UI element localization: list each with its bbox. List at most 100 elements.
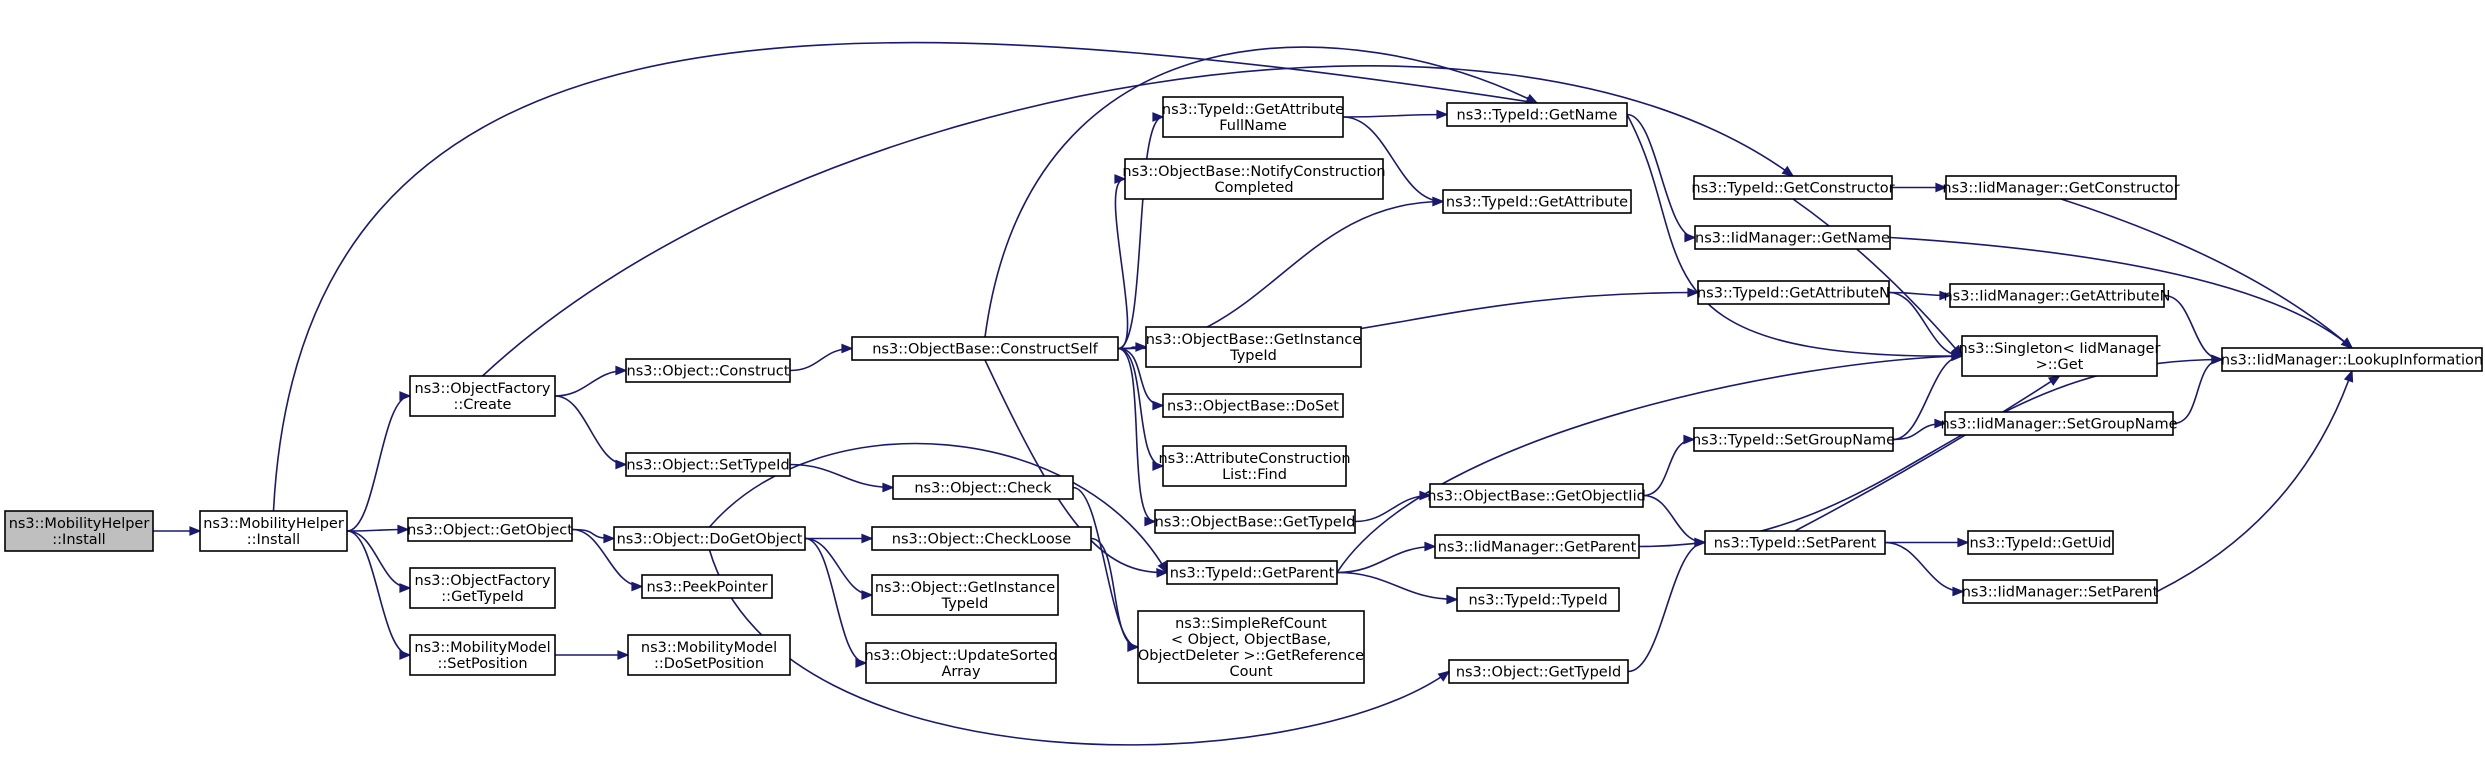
node-label: ns3::TypeId::GetUid bbox=[1970, 536, 2112, 552]
node-mh-install-root[interactable]: ns3::MobilityHelper::Install bbox=[4, 510, 154, 552]
node-tid-getattribute[interactable]: ns3::TypeId::GetAttribute bbox=[1442, 189, 1632, 214]
arrowhead-icon bbox=[1935, 182, 1948, 193]
node-box bbox=[407, 517, 573, 542]
node-layer: ns3::MobilityHelper::Installns3::Mobilit… bbox=[4, 96, 2483, 684]
edge-line bbox=[804, 537, 867, 664]
node-label: ns3::ObjectFactory bbox=[415, 573, 551, 589]
node-box bbox=[851, 336, 1119, 361]
node-obj-getobject[interactable]: ns3::Object::GetObject bbox=[407, 517, 573, 542]
node-iid-lookupinfo[interactable]: ns3::IidManager::LookupInformation bbox=[2221, 347, 2483, 372]
node-tid-setgroupname[interactable]: ns3::TypeId::SetGroupName bbox=[1692, 427, 1895, 452]
arrowhead-icon bbox=[861, 590, 874, 600]
node-obj-check[interactable]: ns3::Object::Check bbox=[892, 475, 1074, 500]
arrowhead-icon bbox=[2047, 375, 2061, 386]
arrowhead-icon bbox=[1152, 400, 1165, 411]
node-box bbox=[1446, 102, 1628, 127]
node-tid-getattributen[interactable]: ns3::TypeId::GetAttributeN bbox=[1697, 280, 1890, 305]
node-tid-getuid[interactable]: ns3::TypeId::GetUid bbox=[1967, 530, 2114, 555]
edge-mh-install-root-to-mh-install bbox=[153, 526, 202, 536]
node-ob-constructself[interactable]: ns3::ObjectBase::ConstructSelf bbox=[851, 336, 1119, 361]
node-singleton-get[interactable]: ns3::Singleton< IidManager >::Get bbox=[1959, 335, 2161, 377]
edge-mh-install-to-of-create bbox=[346, 391, 412, 532]
arrowhead-icon bbox=[841, 343, 854, 354]
edge-tid-setparent-to-tid-getuid bbox=[1885, 537, 1970, 548]
edge-line bbox=[1117, 116, 1164, 350]
node-iid-setparent[interactable]: ns3::IidManager::SetParent bbox=[1962, 579, 2159, 604]
node-of-gettypeid[interactable]: ns3::ObjectFactory::GetTypeId bbox=[409, 567, 556, 609]
edge-obj-dogetobject-to-obj-getinstancetypeid bbox=[804, 537, 874, 600]
edge-line bbox=[1342, 113, 1448, 118]
node-iid-getparent[interactable]: ns3::IidManager::GetParent bbox=[1434, 534, 1640, 559]
edge-line bbox=[481, 65, 1794, 377]
node-ob-getobjectiid[interactable]: ns3::ObjectBase::GetObjectIid bbox=[1427, 483, 1646, 508]
edge-tid-getname-to-iid-getname bbox=[1626, 113, 1697, 243]
node-obj-settypeid[interactable]: ns3::Object::SetTypeId bbox=[625, 452, 791, 477]
node-obj-construct[interactable]: ns3::Object::Construct bbox=[625, 358, 791, 383]
node-mh-install[interactable]: ns3::MobilityHelper::Install bbox=[199, 510, 348, 552]
node-box bbox=[1137, 610, 1365, 684]
arrowhead-icon bbox=[1152, 461, 1165, 471]
node-label: ns3::TypeId::GetParent bbox=[1170, 566, 1335, 582]
node-label: ns3::ObjectBase::DoSet bbox=[1167, 399, 1339, 415]
arrowhead-icon bbox=[2340, 337, 2354, 350]
arrowhead-icon bbox=[631, 581, 644, 592]
node-obj-checkloose[interactable]: ns3::Object::CheckLoose bbox=[871, 526, 1092, 551]
edge-of-create-to-obj-construct bbox=[554, 365, 628, 397]
node-iid-setgroupname[interactable]: ns3::IidManager::SetGroupName bbox=[1940, 411, 2178, 436]
edge-line bbox=[1342, 116, 1444, 203]
node-ob-gettypeid[interactable]: ns3::ObjectBase::GetTypeId bbox=[1154, 509, 1356, 534]
node-label: ns3::ObjectBase::NotifyConstruction bbox=[1122, 164, 1385, 180]
edge-ob-gettypeid-to-ob-getobjectiid bbox=[1354, 490, 1432, 523]
node-box bbox=[1154, 509, 1356, 534]
node-iid-getconstructor[interactable]: ns3::IidManager::GetConstructor bbox=[1942, 175, 2180, 200]
node-tid-setparent[interactable]: ns3::TypeId::SetParent bbox=[1704, 530, 1886, 555]
edge-line bbox=[984, 46, 1538, 338]
node-of-create[interactable]: ns3::ObjectFactory::Create bbox=[409, 375, 556, 417]
node-label: ns3::Object::Check bbox=[914, 481, 1052, 497]
node-iid-getattributen[interactable]: ns3::IidManager::GetAttributeN bbox=[1943, 283, 2171, 308]
node-label: ns3::MobilityModel bbox=[414, 640, 550, 656]
edge-line bbox=[272, 41, 1538, 512]
edge-obj-settypeid-to-obj-check bbox=[789, 463, 895, 493]
node-mm-setposition[interactable]: ns3::MobilityModel::SetPosition bbox=[409, 634, 556, 676]
node-peekpointer[interactable]: ns3::PeekPointer bbox=[641, 574, 773, 599]
node-box bbox=[1429, 483, 1644, 508]
node-srefcount[interactable]: ns3::SimpleRefCount< Object, ObjectBase,… bbox=[1137, 610, 1365, 684]
node-tid-getconstructor[interactable]: ns3::TypeId::GetConstructor bbox=[1691, 175, 1895, 200]
edge-ob-constructself-to-ob-notifyconstruction bbox=[1114, 174, 1129, 350]
edge-tid-getattrfullname-to-tid-getattribute bbox=[1342, 116, 1445, 207]
node-ob-notifyconstruction[interactable]: ns3::ObjectBase::NotifyConstructionCompl… bbox=[1122, 158, 1386, 200]
edge-line bbox=[1114, 178, 1129, 350]
edge-mm-setposition-to-mm-dosetposition bbox=[555, 650, 630, 660]
arrowhead-icon bbox=[1436, 109, 1449, 120]
node-label: ns3::IidManager::GetParent bbox=[1438, 540, 1637, 556]
node-tid-typeid[interactable]: ns3::TypeId::TypeId bbox=[1456, 587, 1620, 612]
node-label: ns3::Object::DoGetObject bbox=[617, 532, 803, 548]
node-iid-getname[interactable]: ns3::IidManager::GetName bbox=[1694, 225, 1891, 250]
node-tid-getparent[interactable]: ns3::TypeId::GetParent bbox=[1166, 560, 1338, 585]
node-tid-getname[interactable]: ns3::TypeId::GetName bbox=[1446, 102, 1628, 127]
edge-mh-install-to-obj-getobject bbox=[346, 524, 410, 535]
node-label: ns3::MobilityModel bbox=[641, 640, 777, 656]
node-obj-dogetobject[interactable]: ns3::Object::DoGetObject bbox=[613, 526, 806, 551]
node-box bbox=[1944, 411, 2174, 436]
node-box bbox=[409, 375, 556, 417]
node-mm-dosetposition[interactable]: ns3::MobilityModel::DoSetPosition bbox=[627, 634, 791, 676]
edge-line bbox=[346, 530, 411, 589]
edge-line bbox=[554, 395, 627, 466]
node-label: Count bbox=[1229, 664, 1272, 680]
node-label: ns3::TypeId::GetAttributeN bbox=[1697, 286, 1890, 302]
node-obj-gettypeid[interactable]: ns3::Object::GetTypeId bbox=[1448, 659, 1629, 684]
node-label: ::SetPosition bbox=[437, 656, 527, 672]
edge-line bbox=[1117, 347, 1164, 467]
node-label: ns3::TypeId::GetConstructor bbox=[1691, 181, 1894, 197]
node-box bbox=[1442, 189, 1632, 214]
node-ob-doset[interactable]: ns3::ObjectBase::DoSet bbox=[1162, 393, 1344, 418]
node-label: ns3::Object::UpdateSorted bbox=[864, 648, 1057, 664]
edge-obj-dogetobject-to-obj-checkloose bbox=[805, 533, 874, 544]
